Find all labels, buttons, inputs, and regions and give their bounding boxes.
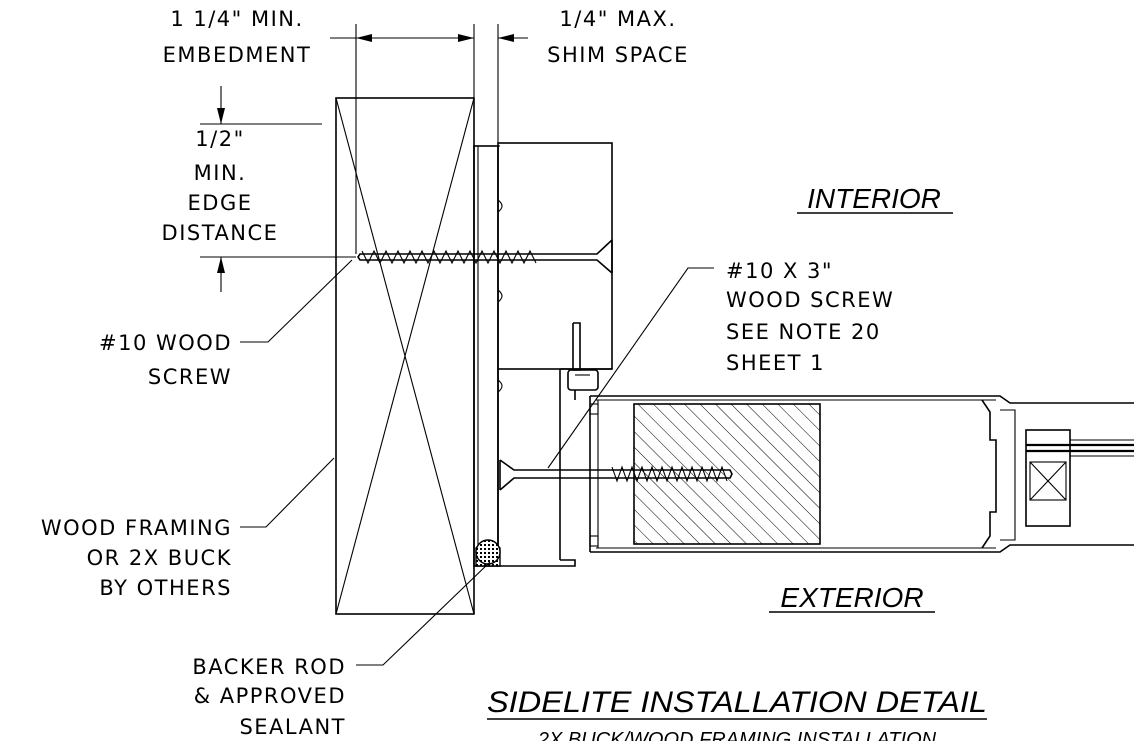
upper-wood-screw [357, 239, 613, 274]
stop-clip [567, 322, 599, 400]
svg-text:MIN.: MIN. [194, 161, 247, 185]
edge-distance-label: 1/2" MIN. EDGE DISTANCE [162, 127, 279, 245]
shim-space-label: 1/4" MAX. SHIM SPACE [547, 7, 689, 67]
wood-framing [335, 97, 475, 615]
glazing [1025, 429, 1134, 527]
svg-text:BACKER ROD: BACKER ROD [192, 655, 346, 679]
svg-text:#10 X 3": #10 X 3" [726, 259, 833, 283]
svg-text:1/2": 1/2" [195, 127, 244, 151]
backer-rod-sealant [475, 539, 501, 567]
exterior-label: EXTERIOR [780, 582, 923, 613]
interior-label: INTERIOR [807, 183, 941, 214]
svg-text:BY OTHERS: BY OTHERS [99, 576, 232, 600]
svg-text:WOOD SCREW: WOOD SCREW [726, 288, 894, 312]
lower-wood-screw [499, 459, 733, 491]
svg-text:1/4" MAX.: 1/4" MAX. [559, 7, 676, 31]
svg-text:SEE NOTE 20: SEE NOTE 20 [726, 320, 881, 344]
svg-text:& APPROVED: & APPROVED [194, 684, 346, 708]
jamb-frame [497, 142, 613, 567]
wood-block [633, 403, 821, 545]
svg-text:SHEET 1: SHEET 1 [726, 351, 825, 375]
wood-screw-3in-label: #10 X 3" WOOD SCREW SEE NOTE 20 SHEET 1 [726, 259, 894, 375]
svg-text:SHIM SPACE: SHIM SPACE [547, 43, 689, 67]
title-sub: 2X BUCK/WOOD FRAMING INSTALLATION [537, 729, 937, 741]
svg-text:DISTANCE: DISTANCE [162, 221, 279, 245]
svg-text:OR 2X BUCK: OR 2X BUCK [87, 546, 232, 570]
svg-text:#10 WOOD: #10 WOOD [99, 331, 232, 355]
backer-rod-label: BACKER ROD & APPROVED SEALANT [192, 655, 346, 739]
embedment-label: 1 1/4" MIN. EMBEDMENT [163, 7, 312, 67]
sidelite-stile [589, 395, 1134, 553]
svg-text:EMBEDMENT: EMBEDMENT [163, 43, 312, 67]
svg-text:1 1/4" MIN.: 1 1/4" MIN. [170, 7, 303, 31]
title-main: SIDELITE INSTALLATION DETAIL [487, 686, 987, 719]
svg-text:EDGE: EDGE [188, 191, 253, 215]
leader-lines [240, 259, 714, 666]
svg-text:SCREW: SCREW [148, 365, 232, 389]
shim-plate [473, 145, 499, 567]
framing-label: WOOD FRAMING OR 2X BUCK BY OTHERS [41, 516, 232, 600]
svg-text:SEALANT: SEALANT [239, 715, 346, 739]
wood-screw-label: #10 WOOD SCREW [99, 331, 232, 389]
svg-text:WOOD FRAMING: WOOD FRAMING [41, 516, 232, 540]
dimension-edge-distance [200, 86, 356, 292]
dimension-embedment [330, 24, 528, 254]
